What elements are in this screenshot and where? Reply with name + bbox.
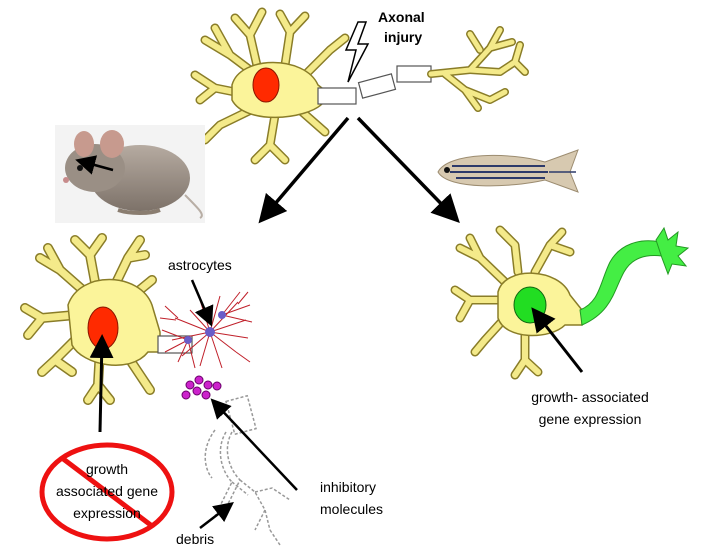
growth-expression-label: growth- associated <box>531 389 649 405</box>
zebrafish-icon <box>437 149 579 193</box>
astrocyte-nucleus <box>218 311 226 319</box>
myelin-segment <box>357 73 397 99</box>
growth-expression-label-2: gene expression <box>539 411 642 427</box>
top-neuron <box>190 7 529 165</box>
inhibitory-molecules-label: inhibitory <box>320 479 376 495</box>
inhibitory-arrow <box>210 398 298 491</box>
prohibition-icon <box>39 442 175 542</box>
inhibitory-molecules <box>181 375 222 400</box>
expression-arrow <box>531 307 584 373</box>
axonal-injury-label-2: injury <box>384 29 422 45</box>
regenerating-axon <box>579 240 663 326</box>
myelin-segment <box>317 87 357 105</box>
growth-expression-crossed-label: growth <box>86 461 128 477</box>
growth-expression-crossed-label-3: expression <box>73 505 141 521</box>
growth-expression-crossed-label-2: associated gene <box>56 483 158 499</box>
lightning-icon <box>344 21 370 83</box>
mouse-icon <box>55 125 205 223</box>
top-neuron-dendrites <box>190 7 350 165</box>
debris-arrow <box>199 501 234 529</box>
top-neuron-terminals <box>427 26 529 112</box>
astrocytes-label: astrocytes <box>168 257 232 273</box>
mammal-neuron <box>20 233 193 405</box>
axonal-injury-label: Axonal <box>378 9 425 25</box>
fish-neuron <box>450 225 690 380</box>
mouse-eye-arrow <box>75 155 114 175</box>
astrocyte-nucleus <box>184 336 192 344</box>
inhibitory-molecules-label-2: molecules <box>320 501 383 517</box>
astrocytes-arrow <box>190 279 214 327</box>
myelin-segment <box>396 65 432 83</box>
growth-cone <box>655 226 690 276</box>
top-neuron-nucleus <box>252 67 280 103</box>
astrocyte-nucleus <box>205 327 215 337</box>
no-expression-arrow <box>89 334 114 433</box>
fish-neuron-dendrites <box>450 225 575 380</box>
arrow-to-mouse-outcome <box>258 116 350 224</box>
debris-label: debris <box>176 531 214 547</box>
arrow-to-fish-outcome <box>356 116 460 224</box>
